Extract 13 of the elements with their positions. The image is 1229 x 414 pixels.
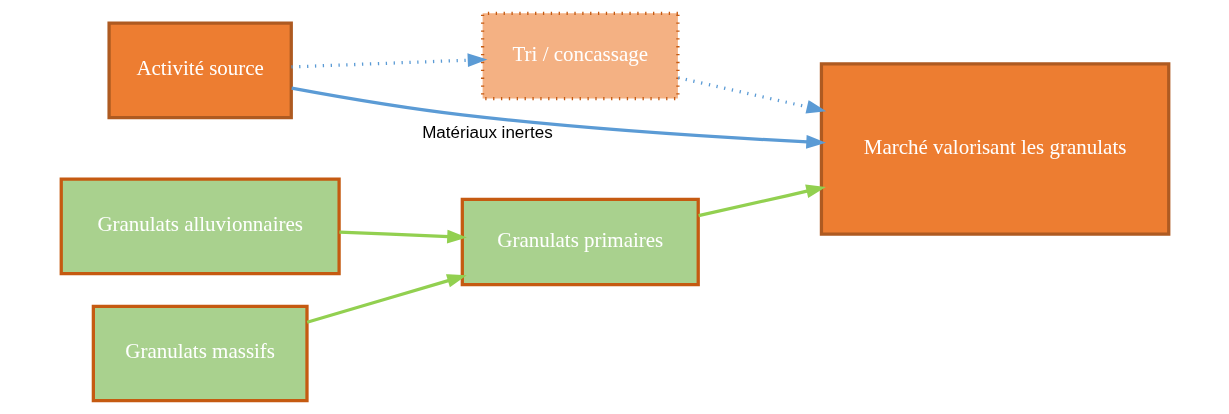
node-box: Granulats alluvionnaires (59, 177, 341, 276)
node-box: Activité source (106, 21, 293, 120)
arrow (290, 53, 487, 69)
arrow (677, 76, 826, 114)
arrow (338, 229, 467, 244)
node-box: Marché valorisant les granulats (819, 62, 1170, 236)
node-box: Tri / concassage (480, 11, 680, 101)
arrow (290, 86, 826, 149)
arrow (697, 184, 826, 218)
arrow (306, 274, 467, 324)
node-box: Granulats massifs (91, 304, 309, 403)
node-box: Granulats primaires (460, 197, 700, 287)
edge-label: Matériaux inertes (421, 123, 553, 143)
